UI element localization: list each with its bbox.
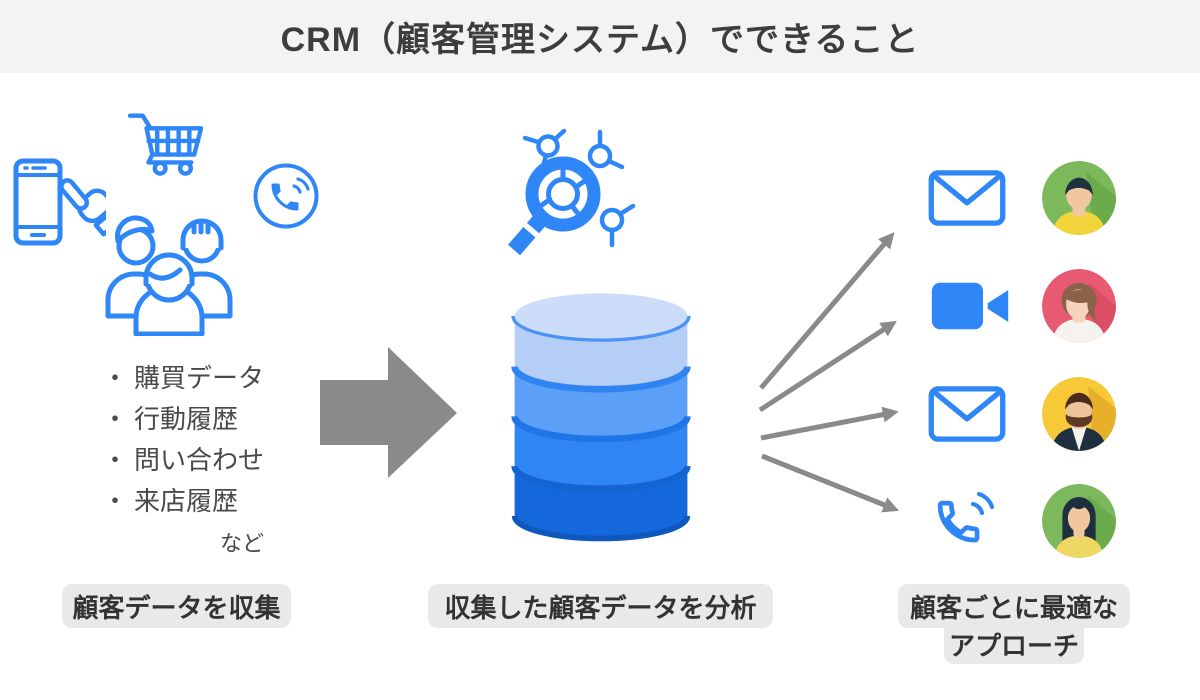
analyze-caption: 収集した顧客データを分析 (428, 584, 773, 628)
list-bullet: ・ (102, 445, 129, 475)
phone-call-circle-icon (253, 163, 319, 229)
analyze-caption-text: 収集した顧客データを分析 (444, 592, 757, 623)
approach-caption-line1: 顧客ごとに最適な (898, 584, 1130, 628)
database-icon (511, 293, 691, 542)
approach-row (928, 483, 1116, 558)
approach-row (928, 376, 1116, 451)
phone-call-icon (937, 491, 995, 542)
title-banner: CRM（顧客管理システム）でできること (0, 0, 1200, 73)
list-item-label: 問い合わせ (134, 445, 265, 475)
video-camera-icon (931, 282, 1009, 329)
customer-avatar (1042, 268, 1116, 343)
list-item-label: 来店履歴 (134, 486, 239, 516)
smartphone-tap-icon (13, 158, 106, 246)
list-item-label: 購買データ (134, 363, 265, 393)
customer-avatar (1042, 483, 1116, 558)
email-icon (928, 385, 1006, 442)
collect-caption: 顧客データを収集 (62, 584, 291, 628)
page-title: CRM（顧客管理システム）でできること (280, 21, 920, 59)
list-item: ・ 問い合わせ (102, 438, 342, 479)
list-item: ・ 購買データ (102, 356, 342, 397)
flow-arrow-icon (320, 347, 457, 478)
network-magnifier-icon (507, 128, 636, 256)
shopping-cart-icon (127, 113, 204, 176)
list-item-label: 行動履歴 (134, 404, 239, 434)
approach-row (928, 268, 1116, 343)
customer-group-icon (105, 215, 233, 336)
approach-caption-text2: アプローチ (948, 630, 1079, 661)
list-item: ・ 来店履歴 (102, 479, 342, 520)
etc-label: など (220, 531, 265, 556)
customer-avatar (1042, 376, 1116, 451)
approach-caption-line2: アプローチ (944, 624, 1084, 664)
email-icon (928, 169, 1006, 226)
list-bullet: ・ (102, 486, 129, 516)
list-item: ・ 行動履歴 (102, 397, 342, 438)
approach-row (928, 160, 1116, 235)
list-bullet: ・ (102, 363, 129, 393)
customer-avatar (1042, 160, 1116, 235)
tap-hand (59, 178, 106, 237)
list-bullet: ・ (102, 404, 129, 434)
fanout-arrows (758, 232, 900, 513)
collect-caption-text: 顧客データを収集 (72, 592, 281, 623)
collected-data-list: ・ 購買データ ・ 行動履歴 ・ 問い合わせ ・ 来店履歴 など (102, 356, 342, 558)
approach-caption-text1: 顧客ごとに最適な (909, 592, 1118, 623)
